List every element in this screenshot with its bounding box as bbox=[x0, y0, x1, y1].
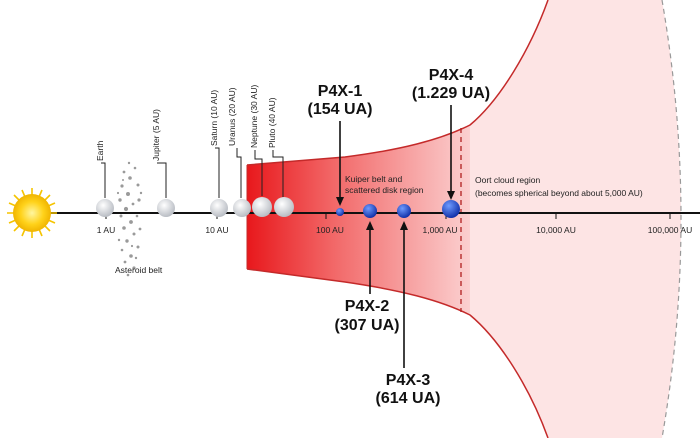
jupiter-planet bbox=[157, 199, 175, 217]
sun-icon bbox=[7, 188, 57, 238]
oort-region-label: Oort cloud region bbox=[475, 175, 540, 185]
oort-cloud-region bbox=[470, 0, 681, 438]
p4x-1-distance: (154 UA) bbox=[308, 101, 373, 118]
uranus-label: Uranus (20 AU) bbox=[227, 87, 237, 146]
earth-label: Earth bbox=[95, 140, 105, 161]
lower-boundary-curve bbox=[246, 268, 549, 438]
axis-tick-label: 1,000 AU bbox=[423, 225, 458, 235]
oort-outer-edge bbox=[661, 0, 682, 438]
saturn-label: Saturn (10 AU) bbox=[209, 90, 219, 146]
p4x-2-planet bbox=[363, 204, 377, 218]
p4x-1-planet bbox=[336, 208, 344, 216]
kuiper-region-label: scattered disk region bbox=[345, 185, 424, 195]
axis-tick-label: 10,000 AU bbox=[536, 225, 576, 235]
kuiper-belt-region bbox=[247, 125, 470, 315]
axis-tick-label: 100,000 AU bbox=[648, 225, 692, 235]
axis-tick-label: 100 AU bbox=[316, 225, 344, 235]
p4x-3-planet bbox=[397, 204, 411, 218]
asteroid-belt-label: Asteroid belt bbox=[115, 265, 163, 275]
p4x-3-name: P4X-3 bbox=[386, 372, 431, 389]
p4x-4-planet bbox=[442, 200, 460, 218]
p4x-4-distance: (1.229 UA) bbox=[412, 85, 490, 102]
pluto-label: Pluto (40 AU) bbox=[267, 97, 277, 148]
kuiper-region-label: Kuiper belt and bbox=[345, 174, 402, 184]
neptune-label: Neptune (30 AU) bbox=[249, 85, 259, 148]
pluto-planet bbox=[274, 197, 294, 217]
planet-label-lines bbox=[101, 147, 284, 198]
earth-planet bbox=[96, 199, 114, 217]
oort-region-label: (becomes spherical beyond about 5,000 AU… bbox=[475, 188, 643, 198]
axis-tick-label: 1 AU bbox=[97, 225, 115, 235]
uranus-planet bbox=[233, 199, 251, 217]
jupiter-label: Jupiter (5 AU) bbox=[151, 109, 161, 161]
pointer-arrows bbox=[336, 105, 455, 368]
p4x-3-distance: (614 UA) bbox=[376, 390, 441, 407]
p4x-1-name: P4X-1 bbox=[318, 83, 363, 100]
neptune-planet bbox=[252, 197, 272, 217]
p4x-2-name: P4X-2 bbox=[345, 298, 390, 315]
asteroid-belt bbox=[116, 161, 143, 277]
p4x-2-distance: (307 UA) bbox=[335, 317, 400, 334]
axis-tick-label: 10 AU bbox=[205, 225, 228, 235]
saturn-planet bbox=[210, 199, 228, 217]
upper-boundary-curve bbox=[246, 0, 549, 166]
p4x-4-name: P4X-4 bbox=[429, 67, 474, 84]
